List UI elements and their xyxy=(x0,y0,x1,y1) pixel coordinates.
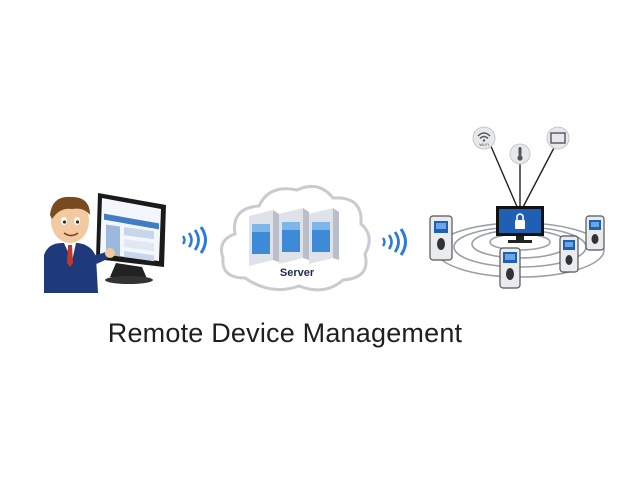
diagram-caption: Remote Device Management xyxy=(107,318,463,348)
wifi-icon-label: Wi-Fi xyxy=(479,142,488,147)
access-terminal-icon xyxy=(429,215,453,261)
server-label: Server xyxy=(280,267,315,279)
signal-waves-icon xyxy=(182,226,207,254)
device-network: Wi-Fi xyxy=(429,126,605,289)
tablet-icon xyxy=(546,126,570,150)
access-terminal-icon xyxy=(499,247,521,289)
lock-monitor-icon xyxy=(496,206,544,243)
access-terminal-icon xyxy=(559,235,579,273)
operator-avatar xyxy=(44,196,115,293)
thermometer-icon xyxy=(509,143,531,165)
server-rack-icon xyxy=(249,208,339,266)
monitor-icon xyxy=(96,193,166,284)
server-cloud: Server xyxy=(220,184,371,292)
wifi-icon: Wi-Fi xyxy=(472,126,496,150)
signal-waves-icon xyxy=(382,228,407,256)
access-terminal-icon xyxy=(585,215,605,251)
operator-workstation xyxy=(44,193,166,293)
